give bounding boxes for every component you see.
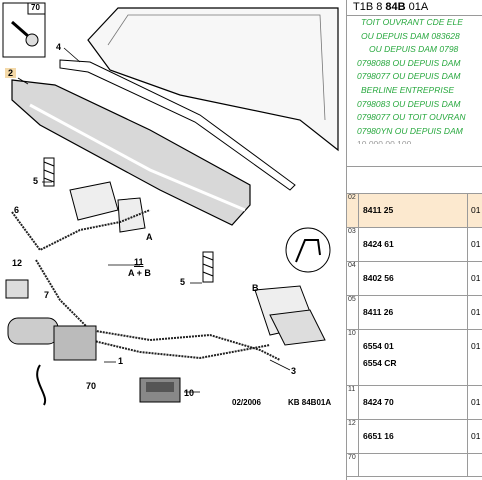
spring-part (202, 251, 214, 283)
diagram-date: 02/2006 (232, 398, 261, 407)
note-line: 0798088 OU DEPUIS DAM (357, 57, 461, 68)
table-row[interactable]: 03 8424 61 01 (347, 228, 482, 262)
part-reference[interactable]: 8424 61 (363, 239, 394, 249)
header-prefix: T1B 8 (353, 1, 383, 13)
panel-header: T1B 8 84B 01A (347, 0, 482, 16)
table-row[interactable]: 70 (347, 454, 482, 477)
callout-5b: 5 (180, 277, 186, 287)
part-quantity: 01 (467, 386, 482, 419)
row-index: 02 (347, 194, 359, 227)
row-index: 11 (347, 386, 359, 419)
table-spacer (347, 167, 482, 194)
row-index: 05 (347, 296, 359, 329)
part-reference[interactable]: 8402 56 (363, 273, 394, 283)
part-reference[interactable]: 8411 25 (363, 205, 394, 215)
note-line: 07980YN OU DEPUIS DAM (357, 125, 463, 136)
row-index: 12 (347, 420, 359, 453)
parts-panel: T1B 8 84B 01A TOIT OUVRANT CDE ELE OU DE… (346, 0, 482, 480)
callout-6: 6 (14, 205, 20, 215)
callout-70b: 70 (86, 381, 97, 391)
note-line: 0798083 OU DEPUIS DAM (357, 98, 461, 109)
parts-diagram: 70 4 2 5 6 A 12 11 A + B 5 B 7 1 70 10 3… (2, 2, 339, 407)
callout-70: 70 (31, 3, 40, 12)
part-quantity (467, 454, 482, 476)
row-index: 03 (347, 228, 359, 261)
note-line: 0798077 OU DEPUIS DAM (357, 71, 461, 82)
callout-a: A (146, 232, 153, 242)
callout-5: 5 (33, 176, 39, 186)
callout-a-plus-b: A + B (128, 268, 151, 278)
diagram-code: KB 84B01A (288, 398, 332, 407)
callout-2: 2 (5, 68, 17, 78)
part-quantity: 01 (467, 296, 482, 329)
part-reference[interactable]: 8411 26 (363, 307, 394, 317)
header-bold: 84B (385, 1, 406, 13)
screw-icon (11, 20, 39, 47)
header-suffix: 01A (408, 1, 429, 13)
callout-1: 1 (118, 356, 124, 366)
part-reference[interactable]: 6554 01 (363, 341, 394, 351)
row-index: 70 (347, 454, 359, 476)
table-row[interactable]: 10 6554 01 6554 CR 01 (347, 330, 482, 386)
table-row[interactable]: 02 8411 25 01 (347, 194, 482, 228)
table-row[interactable]: 04 8402 56 01 (347, 262, 482, 296)
note-line: 0798077 OU TOIT OUVRAN (357, 112, 466, 123)
row-index: 04 (347, 262, 359, 295)
applicability-notes: TOIT OUVRANT CDE ELE OU DEPUIS DAM 08362… (347, 16, 482, 167)
note-line: OU DEPUIS DAM 0798 (369, 44, 459, 55)
table-row[interactable]: 05 8411 26 01 (347, 296, 482, 330)
callout-4: 4 (56, 42, 62, 52)
callout-12: 12 (12, 258, 23, 268)
part-quantity: 01 (467, 262, 482, 295)
callout-3: 3 (291, 366, 297, 376)
part-reference[interactable]: 6651 16 (363, 431, 394, 441)
table-row[interactable]: 11 8424 70 01 (347, 386, 482, 420)
part-reference[interactable]: 8424 70 (363, 397, 394, 407)
row-index: 10 (347, 330, 359, 385)
callout-7: 7 (44, 290, 50, 300)
note-line: OU DEPUIS DAM 083628 (361, 30, 460, 41)
note-line: TOIT OUVRANT CDE ELE (361, 17, 463, 27)
callout-10: 10 (184, 388, 195, 398)
part-quantity: 01 (467, 330, 482, 385)
part-quantity: 01 (467, 420, 482, 453)
note-strip: 10 000 00 100 (357, 139, 412, 145)
table-row[interactable]: 12 6651 16 01 (347, 420, 482, 454)
part-quantity: 01 (467, 228, 482, 261)
exploded-view-drawing (2, 2, 339, 406)
note-line: BERLINE ENTREPRISE (361, 84, 455, 95)
part-reference-alt[interactable]: 6554 CR (363, 358, 397, 368)
part-quantity: 01 (467, 194, 482, 227)
callout-b: B (252, 283, 259, 293)
callout-11: 11 (134, 257, 144, 267)
spring-part (43, 157, 55, 187)
